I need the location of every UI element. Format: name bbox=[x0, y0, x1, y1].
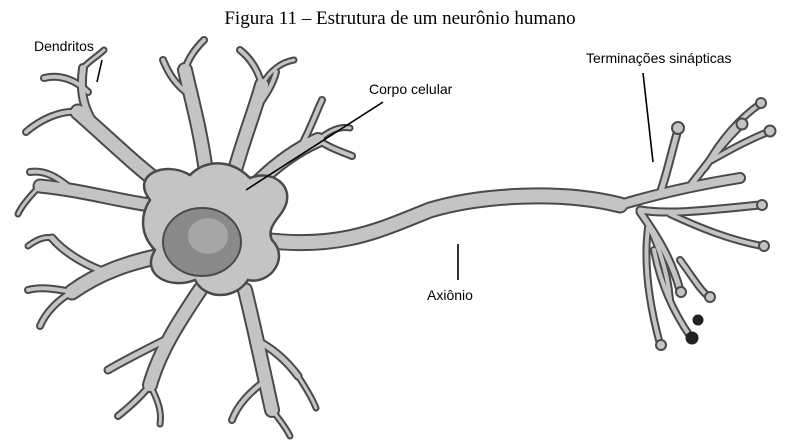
label-axon: Axiônio bbox=[427, 244, 473, 303]
label-synaptic-terminals-text: Terminações sinápticas bbox=[586, 50, 732, 66]
synaptic-terminal-dark bbox=[686, 332, 698, 344]
label-synaptic-terminals: Terminações sinápticas bbox=[586, 50, 732, 162]
label-cell-body-text: Corpo celular bbox=[369, 81, 453, 97]
leader-line-dendrites bbox=[97, 60, 102, 82]
figure-title: Figura 11 – Estrutura de um neurônio hum… bbox=[224, 8, 575, 29]
neuron-illustration bbox=[18, 40, 776, 436]
label-axon-text: Axiônio bbox=[427, 287, 473, 303]
nucleus-highlight bbox=[188, 218, 228, 254]
label-dendrites-text: Dendritos bbox=[34, 38, 94, 54]
leader-line-synaptic-terminals bbox=[643, 73, 653, 162]
synaptic-terminal-dark bbox=[693, 315, 703, 325]
dendrites-fill bbox=[18, 40, 768, 436]
